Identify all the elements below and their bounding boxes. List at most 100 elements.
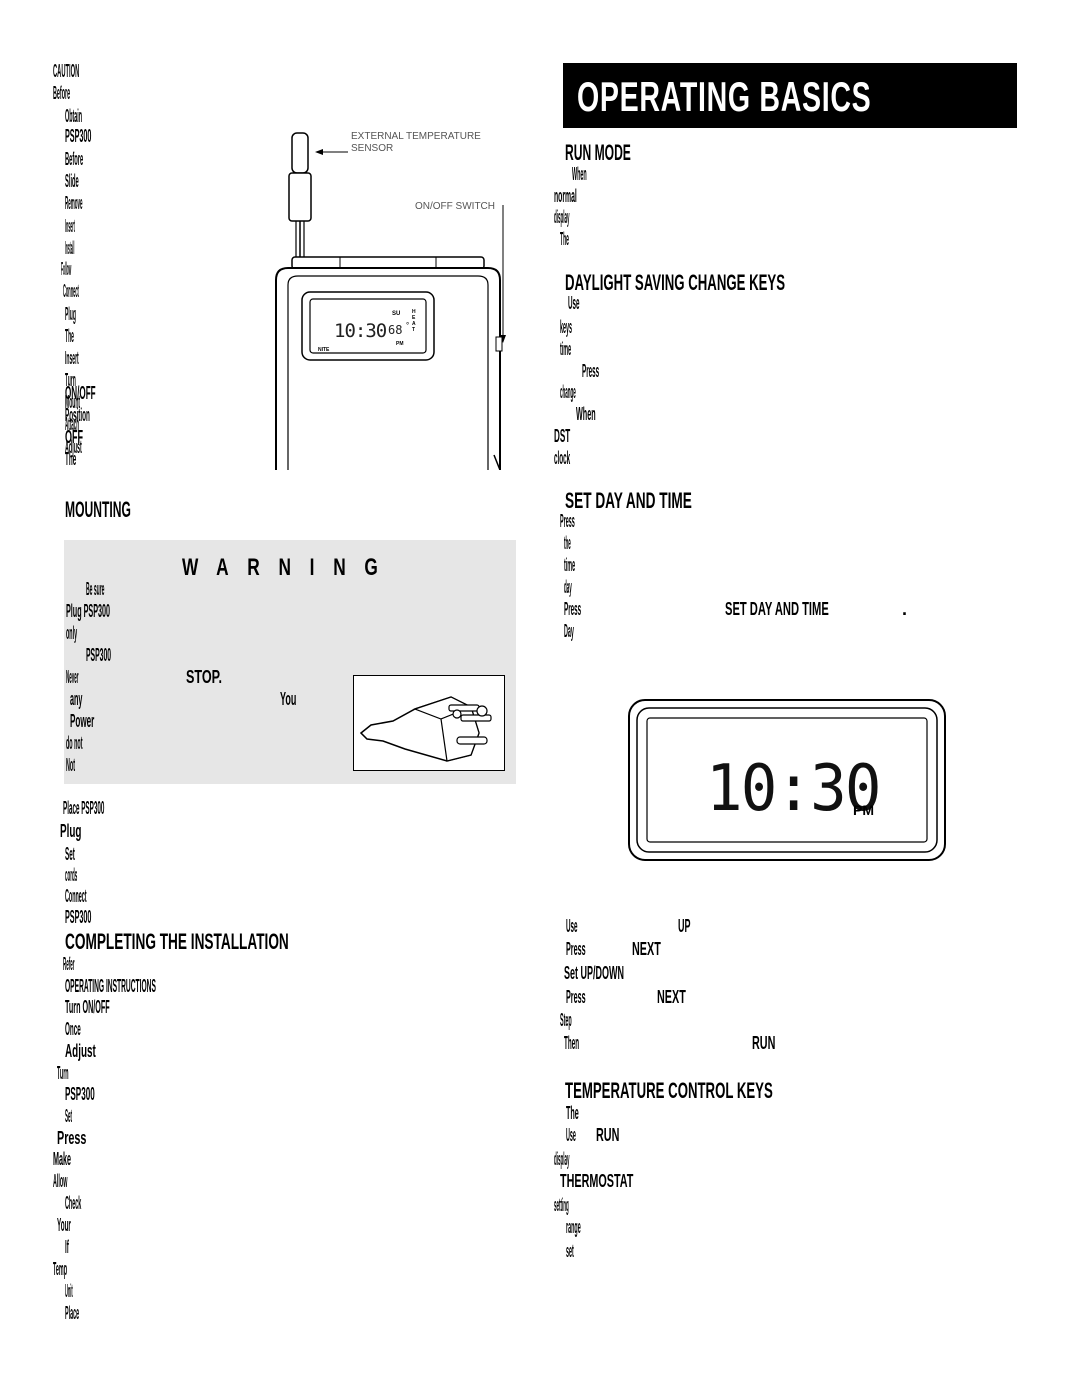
onoff-switch-callout: ON/OFF SWITCH xyxy=(415,201,495,212)
intro-line: Remove xyxy=(65,193,83,213)
intro-line: Before xyxy=(65,149,84,169)
completing-line: Adjust xyxy=(65,1041,96,1061)
warning-line: Power xyxy=(70,711,95,731)
temp-line: setting xyxy=(554,1195,569,1215)
intro-line: Slide xyxy=(65,171,79,191)
warning-title: WARNING xyxy=(182,554,397,581)
clock-display-ampm: PM xyxy=(853,802,874,818)
temp-line: The xyxy=(566,1103,579,1123)
temperature-control-heading: TEMPERATURE CONTROL KEYS xyxy=(565,1078,773,1103)
mounting-line: Set xyxy=(65,844,75,864)
completing-line: Turn xyxy=(57,1063,69,1083)
intro-line: The xyxy=(65,326,74,346)
three-prong-plug-illustration xyxy=(353,675,505,771)
warning-line: STOP. xyxy=(186,667,222,687)
mounting-line: Connect xyxy=(65,886,87,906)
warning-line: PSP300 xyxy=(86,645,112,665)
warning-line: You xyxy=(280,689,297,709)
intro-line: Adjust xyxy=(65,437,82,457)
step-key: RUN xyxy=(752,1033,776,1053)
intro-line: Follow xyxy=(61,259,72,279)
daylight-line: DST xyxy=(554,426,571,446)
completing-line: Set xyxy=(65,1106,73,1126)
mounting-line: Plug xyxy=(60,821,82,841)
completing-line: Unit xyxy=(65,1281,73,1301)
intro-line: CAUTION xyxy=(53,61,80,81)
daylight-line: When xyxy=(576,404,596,424)
mounting-line: Place PSP300 xyxy=(63,798,105,818)
intro-line: Insert xyxy=(65,348,79,368)
intro-line: PSP300 xyxy=(65,126,92,146)
completing-line: Turn ON/OFF xyxy=(65,997,110,1017)
intro-line: Attach xyxy=(65,414,80,434)
clock-display-illustration xyxy=(628,699,946,861)
step-line: Use xyxy=(566,916,578,936)
warning-line: only xyxy=(66,623,78,643)
temp-line: display xyxy=(554,1149,570,1169)
completing-line: Allow xyxy=(53,1171,68,1191)
lcd-degree: ° xyxy=(406,321,410,330)
completing-line: Make xyxy=(53,1149,72,1169)
step-line: Set UP/DOWN xyxy=(564,963,625,983)
mounting-heading: MOUNTING xyxy=(65,497,131,522)
clock-display-time: 10:30 xyxy=(706,752,881,826)
set-day-time-heading: SET DAY AND TIME xyxy=(565,488,692,513)
intro-line: Plug xyxy=(65,304,76,324)
warning-line: do not xyxy=(66,733,83,753)
setday-line: time xyxy=(564,555,576,575)
daylight-line: keys xyxy=(560,317,573,337)
lcd-time: 10:30 xyxy=(334,320,387,342)
lcd-temp: 68 xyxy=(388,323,403,337)
daylight-line: clock xyxy=(554,448,571,468)
warning-line: any xyxy=(70,689,83,709)
step-line: Then xyxy=(564,1033,580,1053)
step-line: Press xyxy=(566,939,586,959)
warning-line: Plug PSP300 xyxy=(66,601,111,621)
completing-line: PSP300 xyxy=(65,1084,95,1104)
daylight-line: time xyxy=(560,339,572,359)
daylight-heading: DAYLIGHT SAVING CHANGE KEYS xyxy=(565,270,786,295)
thermostat-device-illustration xyxy=(275,132,506,470)
banner-title: OPERATING BASICS xyxy=(577,73,872,120)
warning-line: Be sure xyxy=(86,579,105,599)
step-line: Press xyxy=(566,987,586,1007)
completing-line: Check xyxy=(65,1193,82,1213)
run-line: display xyxy=(554,207,570,227)
daylight-line: Use xyxy=(568,293,580,313)
daylight-line: change xyxy=(560,382,576,402)
step-line: Step xyxy=(560,1010,572,1030)
run-line: When xyxy=(572,164,587,184)
setday-line: Press xyxy=(564,599,582,619)
intro-line: Turn xyxy=(65,370,76,390)
temp-key: THERMOSTAT xyxy=(560,1171,634,1191)
intro-line: OFF xyxy=(65,427,83,447)
warning-line: Never xyxy=(66,667,79,687)
mounting-line: cords xyxy=(65,865,78,885)
temp-line: set xyxy=(566,1241,574,1261)
run-mode-heading: RUN MODE xyxy=(565,140,631,165)
intro-line: Mount xyxy=(65,392,81,412)
completing-line: Once xyxy=(65,1019,81,1039)
intro-line: Connect xyxy=(63,281,79,301)
lcd-day: SU xyxy=(392,311,401,317)
completing-line: Your xyxy=(57,1215,71,1235)
lcd-nite: NITE xyxy=(318,347,330,353)
mounting-line: PSP300 xyxy=(65,907,92,927)
completing-line: Place xyxy=(65,1303,80,1323)
step-key: NEXT xyxy=(657,987,686,1007)
intro-line: Obtain xyxy=(65,106,83,126)
temp-line: Use xyxy=(566,1125,576,1145)
completing-line: Temp xyxy=(53,1259,68,1279)
completing-line: Refer xyxy=(63,954,75,974)
setday-line: Press xyxy=(560,511,575,531)
intro-line: Install xyxy=(65,238,75,258)
operating-basics-banner: OPERATING BASICS xyxy=(563,63,1017,128)
setday-period: . xyxy=(902,599,908,619)
setday-line: day xyxy=(564,577,572,597)
intro-line: Insert xyxy=(65,216,75,236)
warning-line: Not xyxy=(66,755,75,775)
left-intro-text: CAUTION Before Obtain PSP300 Before Slid… xyxy=(53,62,113,462)
completing-line: OPERATING INSTRUCTIONS xyxy=(65,976,156,996)
